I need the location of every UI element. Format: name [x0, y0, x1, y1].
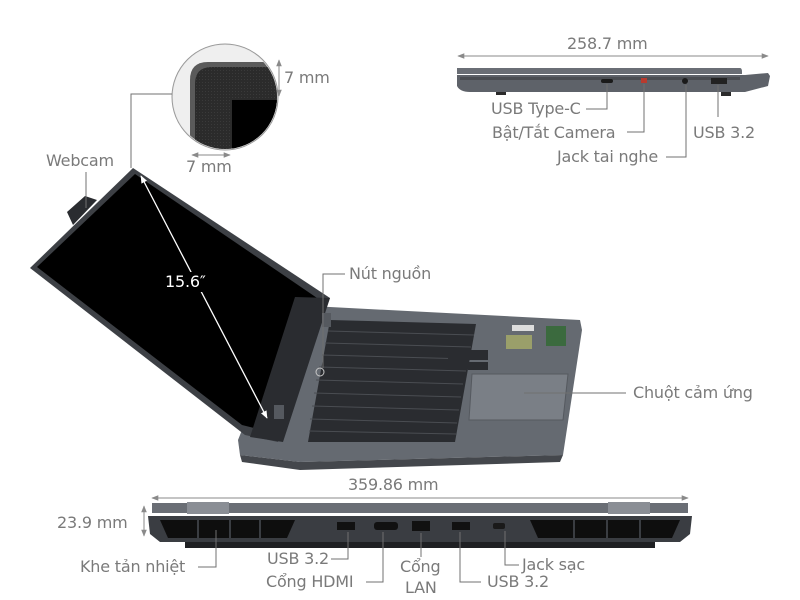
hdmi-label: Cổng HDMI [266, 572, 354, 591]
lan-label-line2: LAN [405, 578, 437, 597]
usb-3-2-side-label: USB 3.2 [693, 123, 755, 142]
dc-jack-label: Jack sạc [522, 555, 586, 574]
usb-3-2-rear-right-label: USB 3.2 [487, 572, 549, 591]
lan-label-line1: Cổng [400, 557, 441, 576]
usb-type-c-label: USB Type-C [491, 99, 581, 118]
bezel-detail [130, 43, 282, 168]
usb-c-port-icon [601, 79, 613, 83]
usb-3-2-rear-left-label: USB 3.2 [267, 549, 329, 568]
vent-label: Khe tản nhiệt [80, 557, 186, 576]
audio-jack-icon [682, 78, 688, 84]
bezel-horizontal-label: 7 mm [186, 157, 232, 176]
camera-switch-label: Bật/Tắt Camera [492, 123, 616, 142]
usb-a-port-icon [711, 78, 727, 84]
hdmi-port-icon [374, 522, 398, 530]
side-width-label: 258.7 mm [567, 34, 648, 53]
webcam-label: Webcam [46, 151, 114, 170]
usb-a-port-icon [337, 522, 355, 530]
screen-size-label: 15.6″ [165, 272, 206, 291]
rear-view [141, 495, 692, 583]
usb-a-port-icon [452, 522, 470, 530]
touchpad-label: Chuột cảm ứng [633, 383, 753, 402]
bezel-vertical-label: 7 mm [284, 68, 330, 87]
main-laptop [30, 168, 626, 470]
headphone-jack-label: Jack tai nghe [557, 147, 658, 166]
rear-height-label: 23.9 mm [57, 513, 128, 532]
camera-switch-icon [641, 78, 647, 83]
lan-port-icon [412, 521, 430, 531]
dc-jack-icon [493, 523, 505, 529]
power-button-label: Nút nguồn [349, 264, 432, 283]
side-view [457, 53, 770, 158]
rear-width-label: 359.86 mm [348, 475, 439, 494]
